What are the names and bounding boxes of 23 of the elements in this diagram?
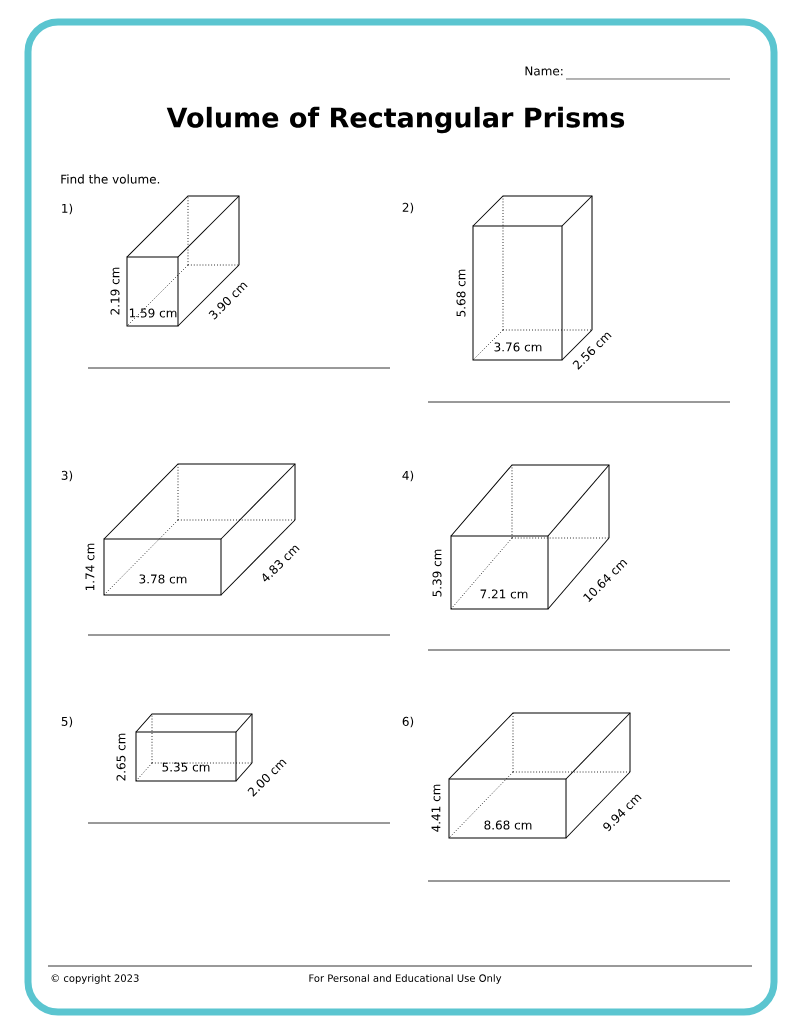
dimension-label: 1.59 cm [129, 308, 177, 318]
dimension-label: 4.41 cm [431, 784, 441, 832]
problem-number: 2) [402, 202, 414, 214]
problem-number: 6) [402, 716, 414, 728]
title: Volume of Rectangular Prisms [166, 106, 625, 134]
instruction: Find the volume. [61, 174, 160, 184]
dimension-label: 3.76 cm [494, 342, 542, 352]
footer-note: For Personal and Educational Use Only [309, 974, 502, 984]
copyright-text: © copyright 2023 [51, 974, 139, 984]
dimension-label: 5.39 cm [432, 549, 442, 597]
dimension-label: 2.19 cm [110, 267, 120, 315]
dimension-label: 3.78 cm [139, 574, 187, 584]
problem-number: 1) [62, 203, 73, 215]
dimension-label: 5.35 cm [162, 762, 210, 772]
dimension-label: 1.74 cm [85, 543, 95, 591]
dimension-label: 7.21 cm [480, 589, 528, 599]
problem-number: 5) [61, 716, 73, 728]
dimension-label: 5.68 cm [456, 269, 466, 317]
problem-number: 3) [61, 470, 73, 482]
problem-number: 4) [402, 470, 414, 482]
dimension-label: 2.65 cm [116, 733, 126, 781]
dimension-label: 8.68 cm [484, 820, 532, 830]
name-label: Name: [525, 66, 563, 76]
